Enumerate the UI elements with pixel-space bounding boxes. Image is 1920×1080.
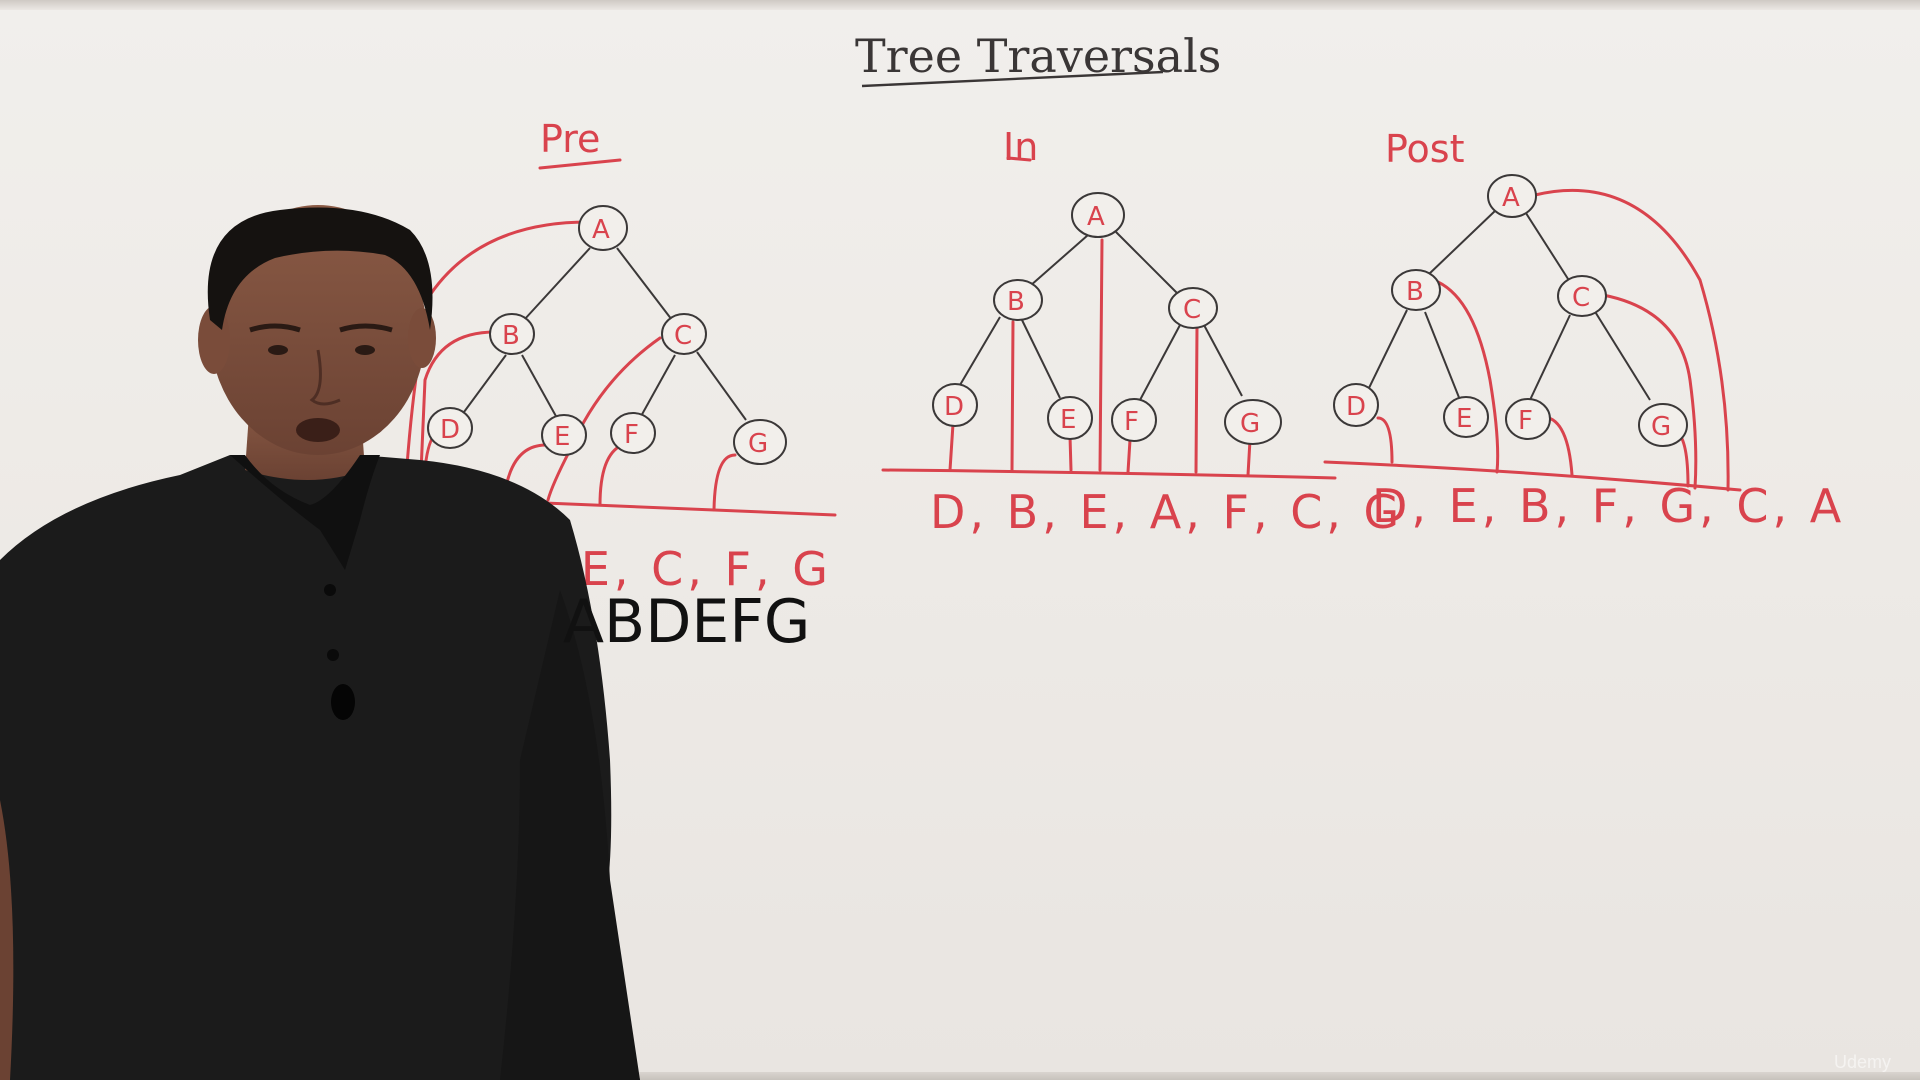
svg-text:G: G — [748, 429, 768, 459]
node-pre-g: G — [733, 419, 787, 465]
node-post-b: B — [1391, 269, 1441, 311]
svg-text:B: B — [1406, 277, 1424, 307]
sequence-post: D, E, B, F, G, C, A — [1372, 479, 1845, 533]
svg-text:C: C — [1572, 283, 1590, 313]
node-in-c: C — [1168, 287, 1218, 329]
node-pre-c: C — [661, 313, 707, 355]
node-post-g: G — [1638, 403, 1688, 447]
whiteboard-bottom-edge — [0, 1072, 1920, 1080]
node-pre-f: F — [610, 412, 656, 454]
tree-pre: A B C D E F G — [398, 205, 837, 517]
svg-text:B: B — [502, 321, 520, 351]
svg-text:A: A — [592, 215, 610, 245]
presenter-face — [210, 205, 426, 455]
svg-text:E: E — [1060, 405, 1076, 435]
svg-text:C: C — [674, 321, 692, 351]
heading-pre: Pre — [540, 117, 600, 161]
node-post-d: D — [1333, 383, 1379, 427]
presenter-hair — [207, 207, 433, 330]
svg-text:E: E — [554, 422, 570, 452]
heading-in-underline — [1006, 156, 1032, 162]
node-pre-a: A — [578, 205, 628, 251]
svg-text:C: C — [1183, 295, 1201, 325]
node-in-e: E — [1047, 396, 1093, 440]
svg-text:D: D — [1346, 392, 1366, 422]
node-pre-d: D — [427, 407, 473, 449]
board-title: Tree Traversals — [855, 29, 1221, 83]
svg-text:G: G — [1651, 412, 1671, 442]
node-in-b: B — [993, 279, 1043, 321]
heading-in: In — [1003, 125, 1038, 169]
udemy-watermark: Udemy — [1834, 1052, 1892, 1072]
title-underline — [861, 70, 1164, 88]
tree-in: A B C D E F G — [881, 192, 1337, 480]
node-post-f: F — [1505, 398, 1551, 440]
svg-text:F: F — [1518, 406, 1533, 436]
svg-text:F: F — [1124, 407, 1139, 437]
svg-text:A: A — [1502, 183, 1520, 213]
tree-post: A B C D E F G — [1323, 174, 1742, 492]
overlay-answer-text: ABDEFG — [563, 587, 811, 657]
svg-text:D: D — [944, 392, 964, 422]
node-in-d: D — [932, 383, 978, 427]
whiteboard-top-edge — [0, 0, 1920, 10]
node-in-g: G — [1224, 399, 1282, 445]
node-in-a: A — [1071, 192, 1125, 238]
presenter-shirt — [0, 455, 640, 1080]
node-pre-e: E — [541, 414, 587, 456]
sequence-in: D, B, E, A, F, C, G — [930, 485, 1403, 539]
svg-text:F: F — [624, 420, 639, 450]
svg-text:D: D — [440, 415, 460, 445]
node-post-c: C — [1557, 275, 1607, 317]
node-pre-b: B — [489, 313, 535, 355]
node-in-f: F — [1111, 398, 1157, 442]
heading-post: Post — [1385, 127, 1465, 171]
svg-text:G: G — [1240, 409, 1260, 439]
svg-text:E: E — [1456, 404, 1472, 434]
heading-pre-underline — [538, 158, 622, 170]
svg-text:B: B — [1007, 287, 1025, 317]
node-post-e: E — [1443, 396, 1489, 438]
node-post-a: A — [1487, 174, 1537, 218]
svg-text:A: A — [1087, 202, 1105, 232]
